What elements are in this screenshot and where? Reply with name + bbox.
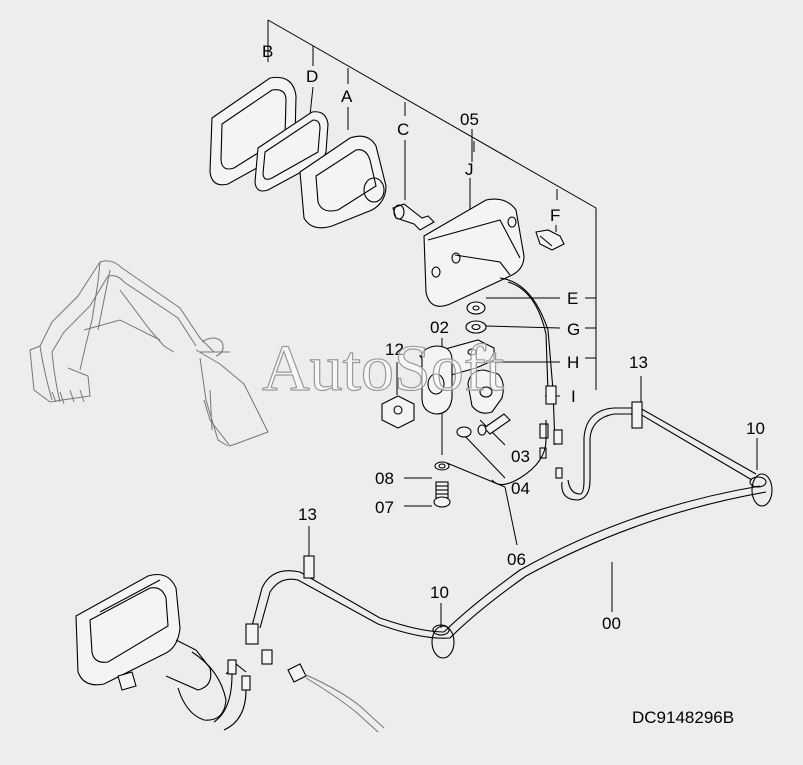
watermark-text: AutoSoft: [262, 332, 504, 405]
callout-h: H: [567, 353, 579, 372]
callout-a: A: [341, 87, 353, 106]
cable-tie-10-right: [749, 473, 773, 507]
callout-f: F: [550, 206, 560, 225]
screw-f: [535, 229, 565, 251]
callout-b: B: [262, 42, 273, 61]
bolt-07: [433, 481, 451, 508]
lamp-lens-a: [299, 135, 387, 229]
cable-tie-10-left: [431, 624, 455, 659]
leader-lines: [267, 86, 758, 628]
callout-02: 02: [430, 318, 449, 337]
callout-j: J: [465, 160, 474, 179]
callout-12: 12: [385, 340, 404, 359]
callout-13-lower: 13: [298, 505, 317, 524]
callout-13-upper: 13: [629, 353, 648, 372]
rubber-block-12: [381, 395, 415, 429]
clip-13-upper: [631, 401, 643, 429]
lock-washer-e: [466, 301, 486, 315]
callout-g: G: [567, 320, 580, 339]
washer-04: [456, 426, 472, 438]
callout-05: 05: [460, 110, 479, 129]
excavator-reference-sketch: [29, 260, 269, 447]
callout-10-left: 10: [430, 583, 449, 602]
bulb-c: [392, 203, 435, 231]
callout-04: 04: [511, 479, 530, 498]
callout-labels: B D A C 05 J F E G H I 02 12 13 10 03 04…: [262, 42, 765, 633]
callout-03: 03: [511, 447, 530, 466]
extension-connector: [287, 663, 385, 733]
callout-d: D: [306, 67, 318, 86]
main-harness-00: [245, 407, 767, 665]
clip-13-lower: [303, 555, 315, 579]
mount-h: [467, 369, 504, 414]
callout-e: E: [567, 289, 578, 308]
bolt-03: [477, 413, 511, 436]
callout-00: 00: [602, 614, 621, 633]
callout-07: 07: [375, 498, 394, 517]
bracket-02: [418, 339, 495, 415]
callout-08: 08: [375, 469, 394, 488]
callout-i: I: [571, 387, 576, 406]
washer-g: [465, 320, 487, 334]
callout-06: 06: [507, 550, 526, 569]
assembly-bracket-lines: [267, 19, 597, 390]
lamp-body-j: [423, 198, 525, 307]
callout-10-right: 10: [746, 419, 765, 438]
assembled-work-lamp: [75, 573, 251, 731]
washer-08: [434, 461, 450, 471]
lamp-harness-06: [491, 277, 563, 486]
drawing-code: DC9148296B: [632, 708, 734, 727]
callout-c: C: [397, 120, 409, 139]
